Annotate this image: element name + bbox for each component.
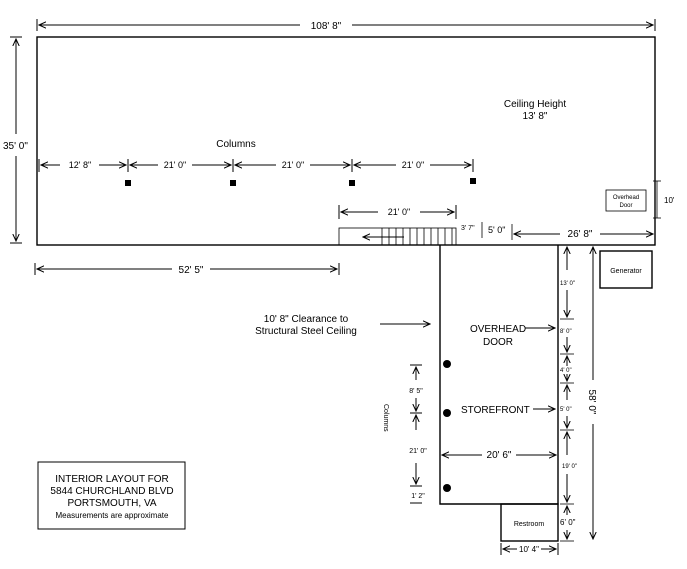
overhead-door-height-label: 10' [664,196,675,205]
info-box-line-2: 5844 CHURCHLAND BLVD [50,486,173,497]
ceiling-height-label-1: Ceiling Height [504,99,566,110]
col-spacing-4-label: 21' 0" [402,160,424,170]
right-19-label: 19' 0" [562,464,577,470]
clearance-label-2: Structural Steel Ceiling [255,326,357,337]
column-marker [125,180,131,186]
wing-column-marker [443,484,451,492]
stair-outline [338,227,457,246]
restroom-label: Restroom [514,521,545,528]
wing-col-2-label: 21' 0" [409,448,427,455]
generator-label: Generator [610,268,642,275]
storefront-label: STOREFRONT [461,405,530,416]
restroom-width-label: 10' 4" [519,545,539,554]
wing-column-marker [443,360,451,368]
restroom-height-label: 6' 0" [560,518,576,527]
stair-small-label: 3' 7" [461,225,475,232]
stair-span-label: 21' 0" [388,207,410,217]
col-spacing-3-label: 21' 0" [282,160,304,170]
wing-col-3-label: 1' 2" [411,493,425,500]
info-box-line-3: PORTSMOUTH, VA [67,498,156,509]
info-box-line-1: INTERIOR LAYOUT FOR [55,474,169,485]
overhead-door-small-label-2: Door [619,203,632,209]
right-8-label: 8' 0" [560,329,572,335]
restroom-outline [500,503,559,542]
right-span-label: 26' 8" [568,229,593,240]
col-spacing-1-label: 12' 8" [69,160,91,170]
column-marker [230,180,236,186]
wing-col-1-label: 8' 5" [409,388,423,395]
gap-5-label: 5' 0" [488,225,505,235]
wing-width-label: 20' 6" [487,450,512,461]
generator-box [599,250,653,289]
top-width-label: 108' 8" [311,21,342,32]
columns-vertical-label: Columns [382,404,389,432]
overhead-door-small-label-1: Overhead [613,195,639,201]
main-building-outline [36,36,656,246]
overhead-door-small-box [605,189,647,212]
overhead-door-label-1: OVERHEAD [470,324,526,335]
right-13-label: 13' 0" [560,281,575,287]
info-box-line-4: Measurements are approximate [56,511,169,520]
clearance-label-1: 10' 8" Clearance to [264,314,349,325]
wing-column-marker [443,409,451,417]
wing-height-label: 58' 0" [586,390,597,415]
info-box [37,461,186,530]
columns-label: Columns [216,139,255,150]
column-marker [470,178,476,184]
wing-outline [439,245,559,505]
right-5-label: 5' 0" [560,407,572,413]
bottom-left-label: 52' 5" [179,265,204,276]
ceiling-height-label-2: 13' 8" [523,111,548,122]
col-spacing-2-label: 21' 0" [164,160,186,170]
right-4-label: 4' 0" [560,368,572,374]
column-marker [349,180,355,186]
overhead-door-label-2: DOOR [483,337,513,348]
left-height-label: 35' 0" [3,141,28,152]
